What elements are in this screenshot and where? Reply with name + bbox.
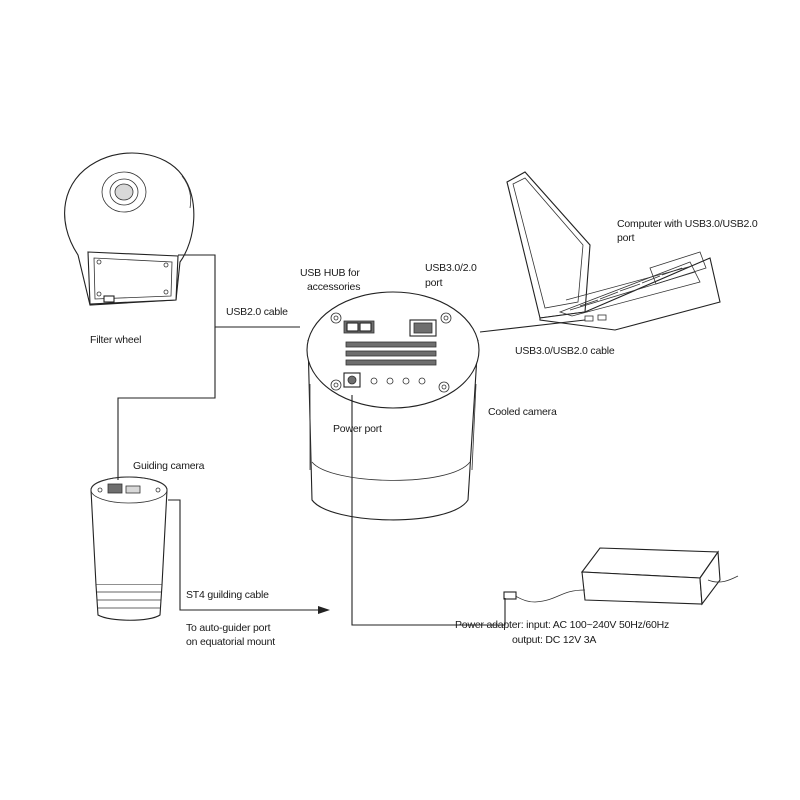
usb30-port-label-line2: port	[425, 277, 443, 289]
guiding-camera-label: Guiding camera	[133, 460, 205, 472]
computer-label-line1: Computer with USB3.0/USB2.0	[617, 218, 758, 230]
power-adapter-label-line1: Power adapter: input: AC 100~240V 50Hz/6…	[455, 619, 670, 631]
usb30-port-label-line1: USB3.0/2.0	[425, 262, 477, 274]
autoguider-label-line1: To auto-guider port	[186, 622, 271, 634]
autoguider-label-line2: on equatorial mount	[186, 636, 276, 648]
filter-wheel-illustration	[64, 152, 195, 306]
computer-label-line2: port	[617, 232, 635, 244]
connection-lines	[117, 254, 586, 626]
usb-hub-label-line1: USB HUB for	[300, 267, 360, 279]
filter-wheel-label: Filter wheel	[90, 334, 142, 346]
usb30-cable-label: USB3.0/USB2.0 cable	[515, 345, 615, 357]
laptop-illustration	[506, 171, 721, 331]
usb2-cable-label: USB2.0 cable	[226, 306, 288, 318]
guiding-camera-illustration	[90, 476, 168, 621]
st4-cable-label: ST4 guilding cable	[186, 589, 269, 601]
usb-hub-label-line2: accessories	[307, 281, 361, 293]
cooled-camera-label: Cooled camera	[488, 406, 557, 418]
power-adapter-label-line2: output: DC 12V 3A	[512, 634, 597, 646]
power-adapter-illustration	[503, 547, 739, 606]
cooled-camera-illustration	[306, 291, 480, 521]
power-port-label: Power port	[333, 423, 382, 435]
